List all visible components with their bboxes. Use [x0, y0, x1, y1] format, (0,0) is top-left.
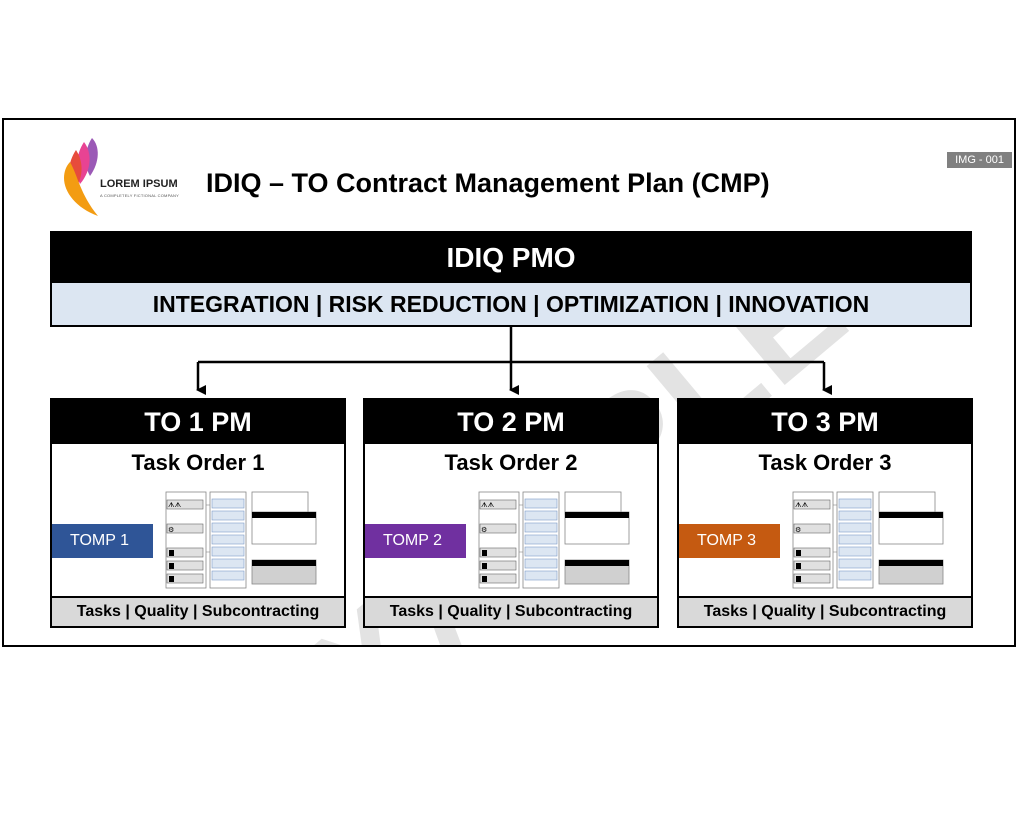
- to-pm-title: TO 1 PM: [52, 400, 344, 444]
- org-chart-thumbnail: ᗑᗑ ⚙: [165, 491, 317, 589]
- people-group-icon: ᗑᗑ: [795, 501, 809, 509]
- gear-person-icon: ⚙: [481, 526, 487, 534]
- task-order-box-3: TO 3 PM Task Order 3 TOMP 3 ᗑᗑ ⚙: [677, 398, 973, 628]
- connector-lines: [196, 327, 832, 395]
- to-footer: Tasks | Quality | Subcontracting: [365, 596, 657, 626]
- pmo-box: IDIQ PMO INTEGRATION | RISK REDUCTION | …: [50, 231, 972, 327]
- svg-text:ᗑᗑ: ᗑᗑ: [795, 501, 809, 509]
- gear-person-icon: ⚙: [795, 526, 801, 534]
- image-id-badge: IMG - 001: [947, 152, 1012, 168]
- company-logo: LOREM IPSUM A COMPLETELY FICTIONAL COMPA…: [62, 132, 192, 222]
- to-pm-title: TO 2 PM: [365, 400, 657, 444]
- task-order-box-2: TO 2 PM Task Order 2 TOMP 2 ᗑᗑ ⚙: [363, 398, 659, 628]
- svg-text:ᗑᗑ: ᗑᗑ: [481, 501, 495, 509]
- page-title: IDIQ – TO Contract Management Plan (CMP): [206, 168, 770, 198]
- logo-name: LOREM IPSUM: [100, 178, 178, 190]
- org-chart-thumbnail: ᗑᗑ ⚙: [478, 491, 630, 589]
- person-icon: [796, 550, 801, 582]
- diagram-frame: EXAMPLE LOREM IPSUM A COMPLETELY FICTION…: [2, 118, 1016, 647]
- to-pm-title: TO 3 PM: [679, 400, 971, 444]
- tomp-label: TOMP 1: [52, 524, 153, 558]
- people-group-icon: ᗑᗑ: [168, 501, 182, 509]
- tomp-label: TOMP 3: [679, 524, 780, 558]
- svg-text:⚙: ⚙: [481, 526, 487, 534]
- to-footer: Tasks | Quality | Subcontracting: [679, 596, 971, 626]
- logo-petals-icon: [64, 138, 98, 216]
- logo-tagline: A COMPLETELY FICTIONAL COMPANY: [100, 193, 179, 198]
- svg-text:⚙: ⚙: [168, 526, 174, 534]
- pmo-pillars: INTEGRATION | RISK REDUCTION | OPTIMIZAT…: [52, 283, 970, 325]
- to-footer: Tasks | Quality | Subcontracting: [52, 596, 344, 626]
- svg-text:ᗑᗑ: ᗑᗑ: [168, 501, 182, 509]
- svg-text:⚙: ⚙: [795, 526, 801, 534]
- task-order-title: Task Order 1: [131, 450, 265, 475]
- task-order-box-1: TO 1 PM Task Order 1 TOMP 1 ᗑᗑ ⚙: [50, 398, 346, 628]
- pmo-title: IDIQ PMO: [52, 233, 970, 283]
- person-icon: [169, 550, 174, 582]
- people-group-icon: ᗑᗑ: [481, 501, 495, 509]
- tomp-label: TOMP 2: [365, 524, 466, 558]
- org-chart-thumbnail: ᗑᗑ ⚙: [792, 491, 944, 589]
- task-order-title: Task Order 2: [444, 450, 578, 475]
- gear-person-icon: ⚙: [168, 526, 174, 534]
- task-order-title: Task Order 3: [758, 450, 892, 475]
- person-icon: [482, 550, 487, 582]
